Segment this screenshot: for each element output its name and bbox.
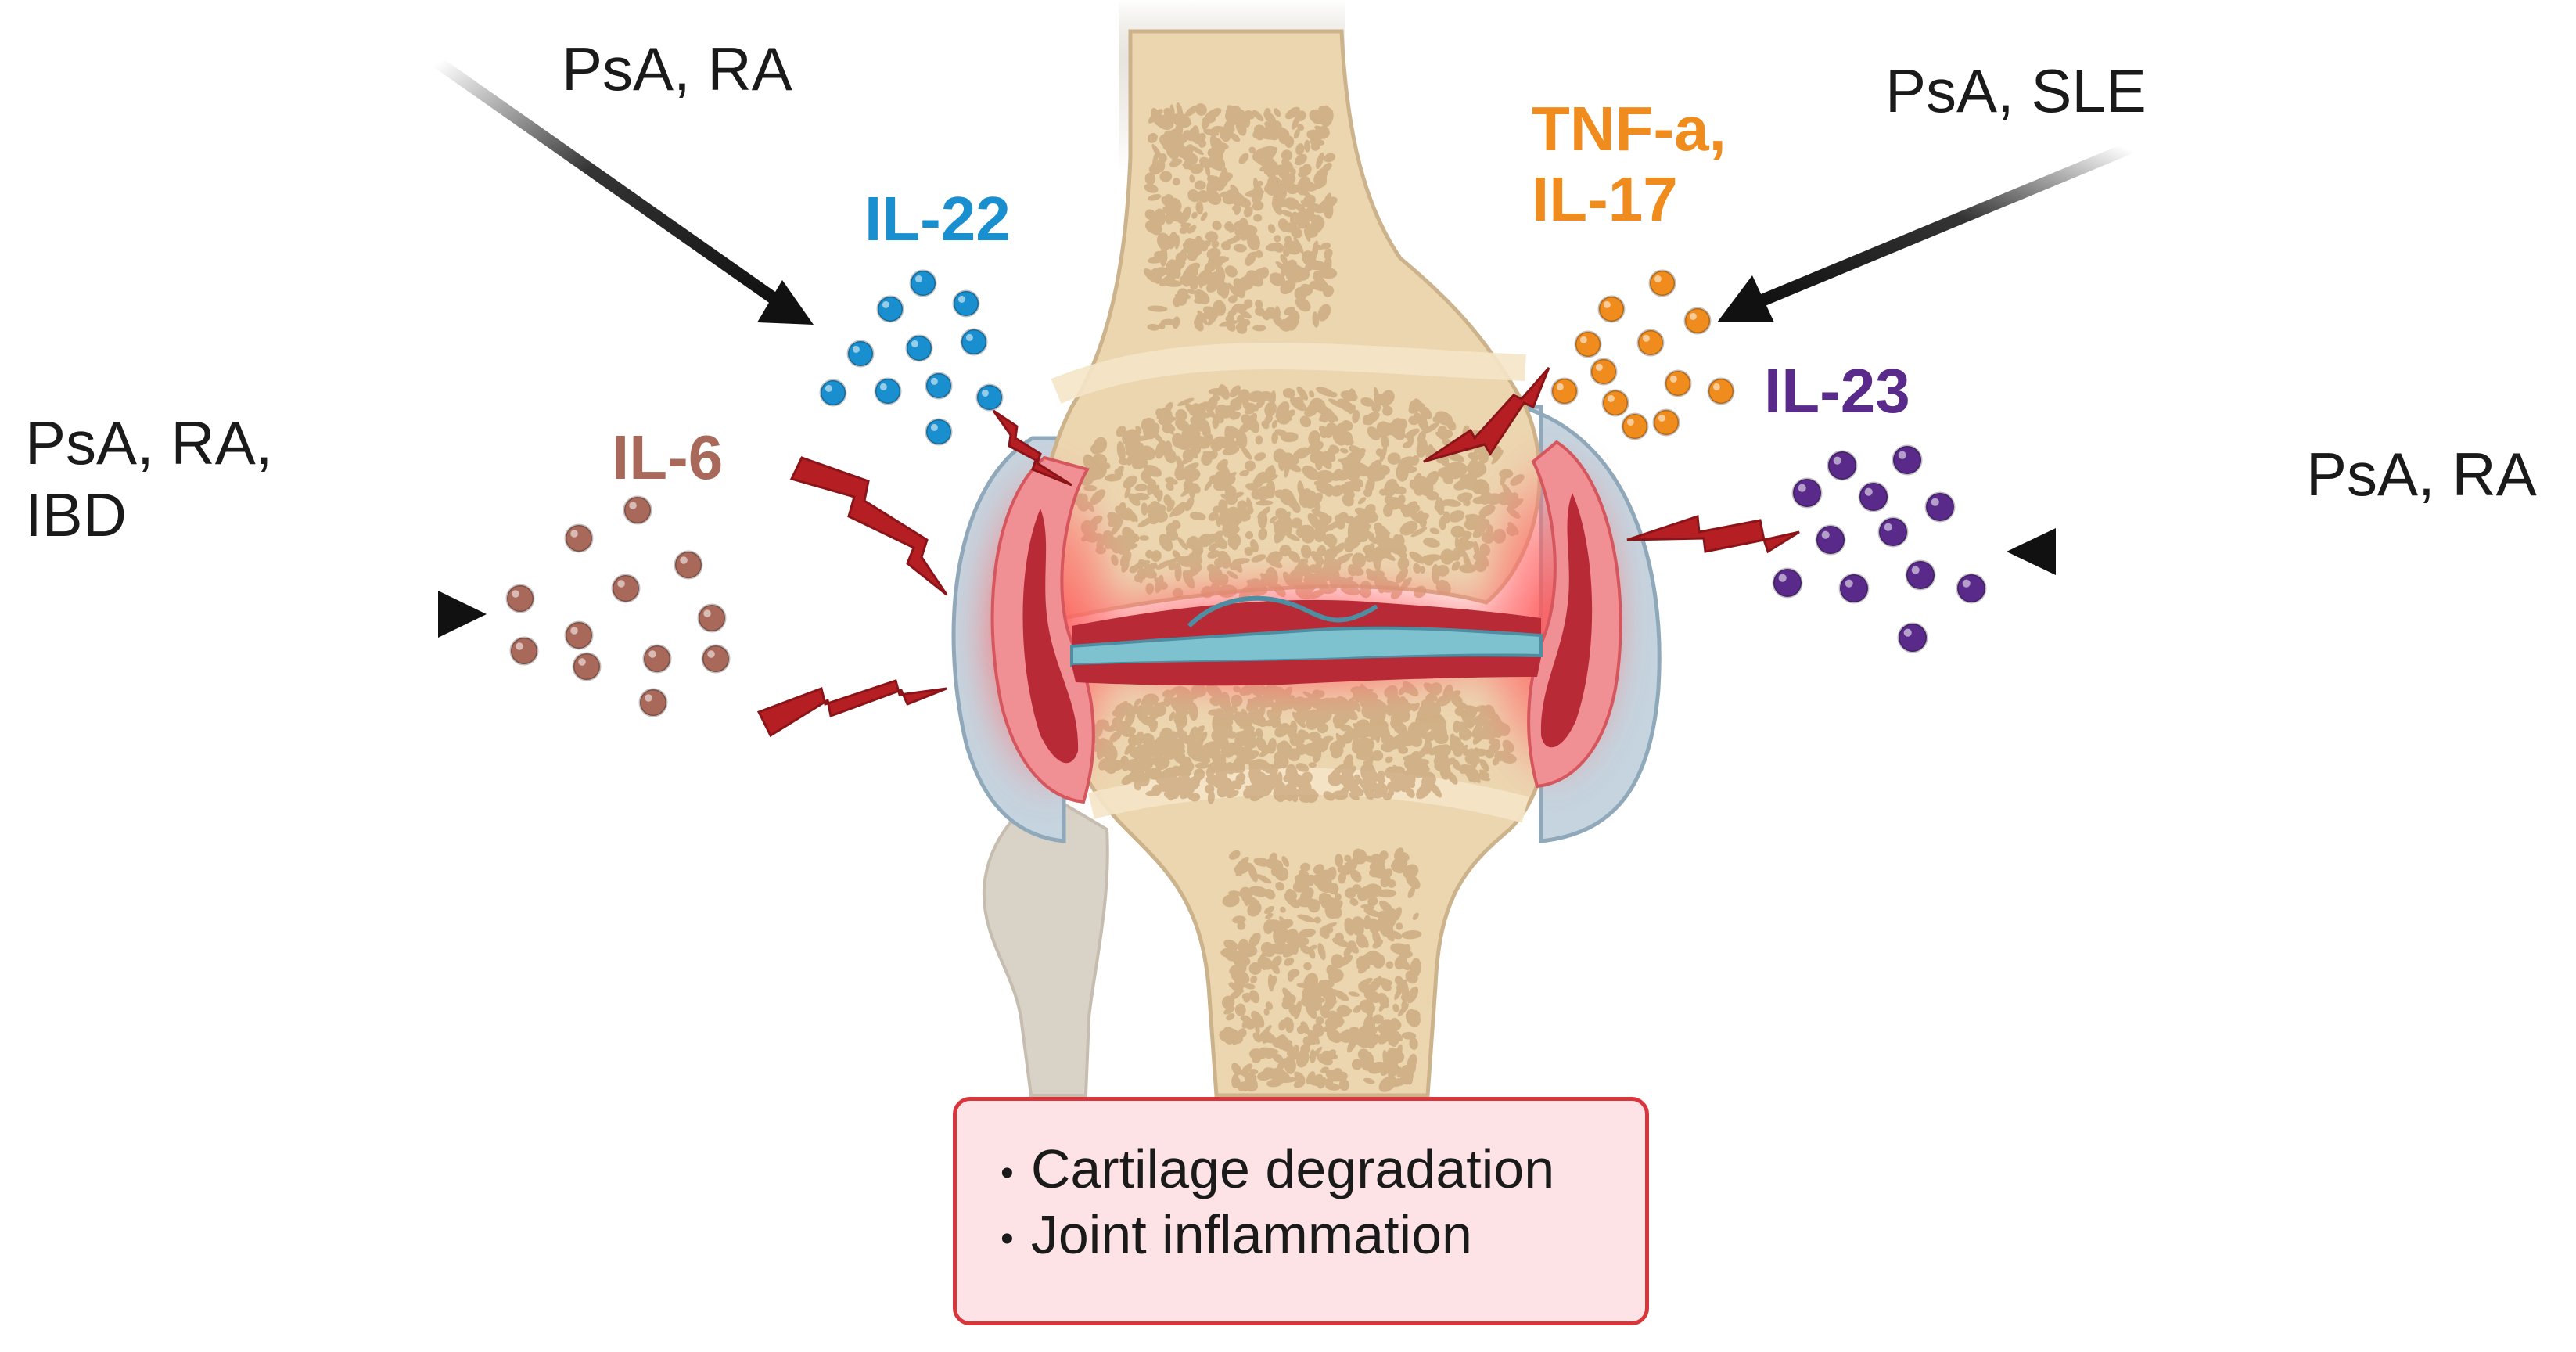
arrows [31,56,2456,638]
bullet-icon: • [1001,1218,1014,1260]
tnf-particle [1590,358,1618,386]
il22-particle [819,379,847,407]
il6-particle [509,636,539,666]
cytokine-label-il23: IL-23 [1764,356,1910,426]
il6-particle [638,688,668,717]
tnf-particle [1550,377,1579,405]
outcome-item-2: • Joint inflammation [1001,1204,1645,1265]
disease-label-left: PsA, RA, IBD [25,407,272,551]
tnf-particle [1621,412,1649,440]
disease-label-top-left: PsA, RA [562,34,792,103]
il23-particle [1791,477,1823,509]
il22-particle [905,334,933,362]
il6-particle [701,644,731,674]
outcome-item-1: • Cartilage degradation [1001,1138,1645,1199]
lightning-bolt-3 [992,409,1072,487]
lightning-bolt-4 [1423,367,1550,463]
outcome-item-1-text: Cartilage degradation [1030,1138,1555,1199]
tnf-particle [1664,369,1692,397]
disease-label-left-line2: IBD [25,480,128,550]
cartilage-lower [1072,656,1541,686]
il6-particle [642,644,672,674]
cytokine-label-il22: IL-22 [864,184,1011,254]
tnf-particle [1648,269,1676,297]
il23-particle [1892,444,1923,476]
il23-particle [1877,516,1909,548]
il23-particle [1858,481,1889,512]
il6-particle [697,603,727,633]
il22-particle [909,269,937,297]
il6-particle [674,550,703,580]
tnf-particle [1636,329,1665,357]
il6-particle [623,495,652,525]
arrow-top-right-head [1717,275,1774,322]
cytokine-label-tnf-line1: TNF-a, [1532,94,1726,164]
synovium-right-inner [1540,493,1593,748]
il6-particle [611,574,641,603]
cytokine-label-tnf-line2: IL-17 [1532,164,1678,234]
disease-label-left-line1: PsA, RA, [25,408,273,477]
il23-particle [1924,491,1956,523]
bullet-icon: • [1001,1152,1014,1194]
cytokine-particles [505,269,1987,717]
arrow-right-head [2007,528,2056,575]
il6-particle [564,523,594,553]
lightning-bolt-5 [1626,514,1800,554]
tnf-particle [1574,330,1602,358]
fibula [982,788,1109,1097]
tnf-particle [1707,377,1735,405]
il22-particle [925,418,953,446]
il22-particle [876,295,904,323]
tnf-particle [1601,389,1629,417]
lightning-bolt-2 [756,679,947,738]
cartilage-crack [1187,595,1378,628]
synovium-left-inner [1022,509,1079,764]
cytokine-label-tnf: TNF-a, IL-17 [1532,94,1726,234]
tnf-particle [1652,408,1680,437]
femur-growth-line [1051,343,1526,404]
lightning-bolt-1 [789,456,948,596]
il22-particle [952,289,980,318]
cytokine-label-il6: IL-6 [612,422,724,492]
lightning-bolts [756,367,1800,738]
arrow-top-left-head [757,280,814,325]
il22-particle [925,372,953,400]
il23-particle [1905,559,1936,591]
disease-label-right: PsA, RA [2306,440,2537,509]
il6-particle [505,584,535,613]
il22-particle [975,383,1004,412]
tnf-particle [1597,295,1626,323]
arrow-top-left-shaft [432,56,781,305]
bone-texture [1073,102,1525,1092]
outcome-box: • Cartilage degradation • Joint inflammati… [953,1097,1649,1325]
il6-particle [564,620,594,650]
il22-particle [960,328,988,356]
il22-particle [874,377,902,405]
joint-space [1070,626,1543,667]
il23-particle [1838,573,1870,604]
arrow-left-head [438,591,487,638]
il23-particle [1815,524,1846,556]
disease-label-top-right: PsA, SLE [1885,56,2147,125]
outcome-item-2-text: Joint inflammation [1030,1204,1472,1266]
il23-particle [1956,573,1987,604]
il22-particle [846,340,875,368]
il6-particle [572,652,602,681]
il23-particle [1772,567,1803,599]
tnf-particle [1683,307,1712,335]
il23-particle [1827,450,1858,481]
il23-particle [1897,622,1928,653]
arrow-top-right-shaft [1754,142,2134,307]
